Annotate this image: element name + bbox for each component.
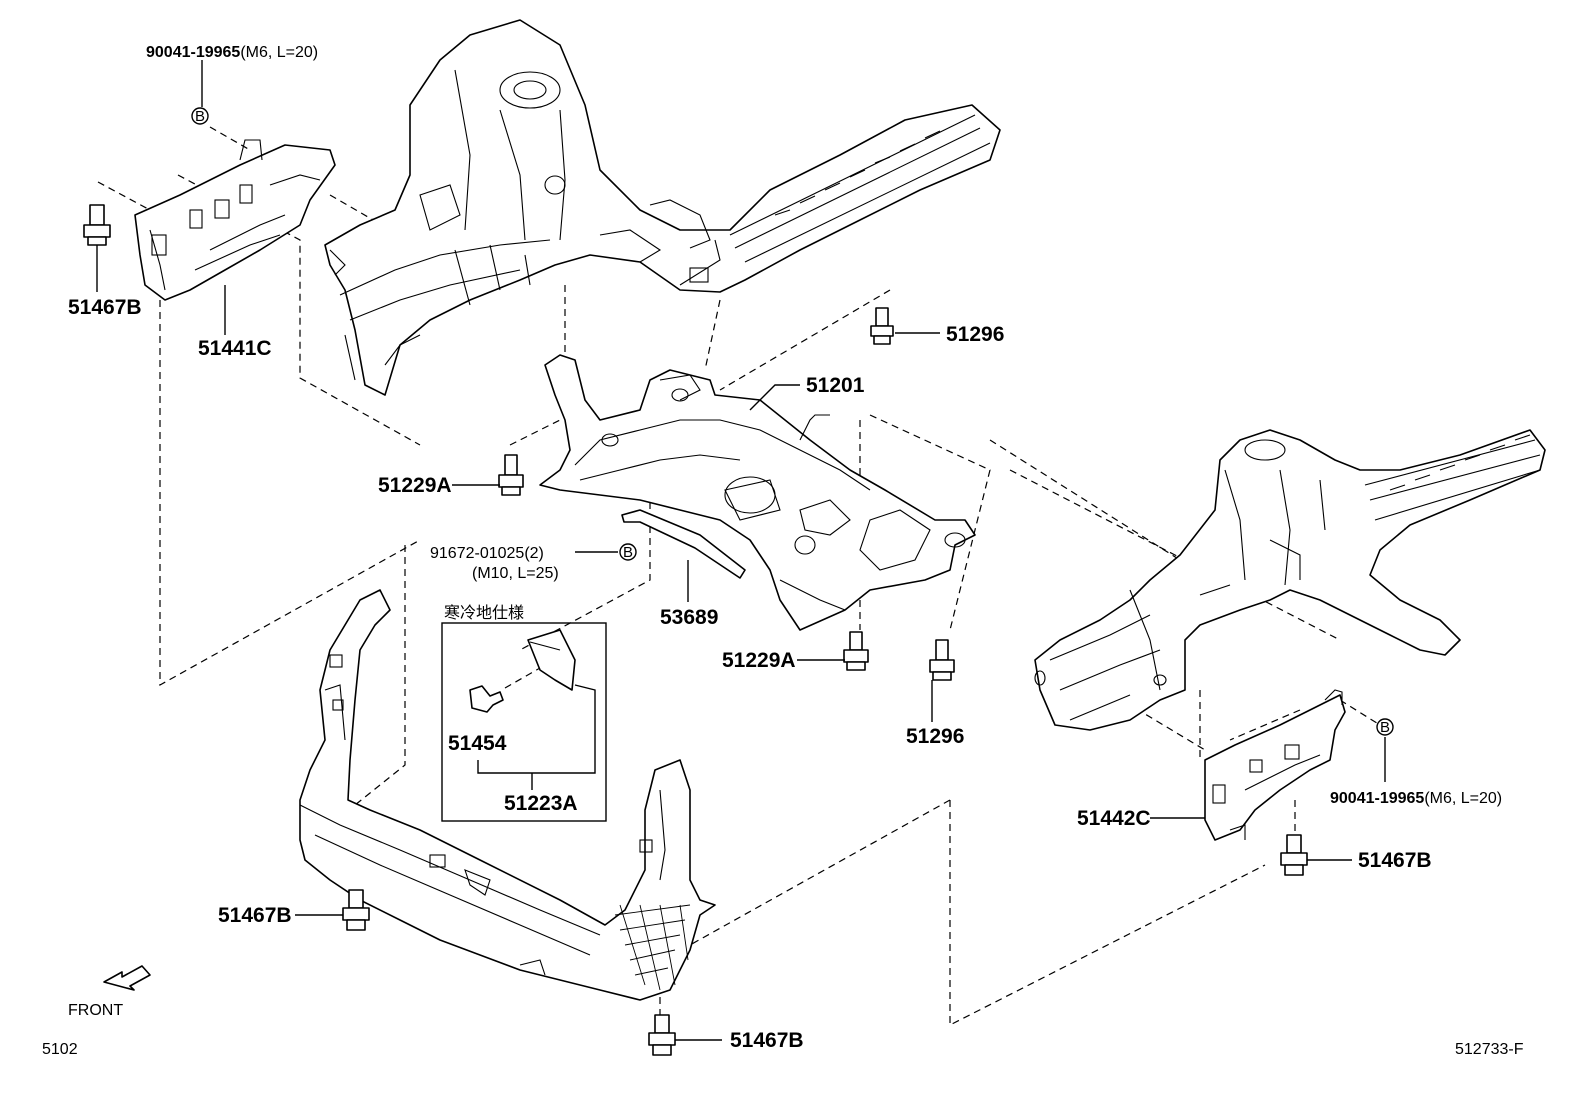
label-51467b-left: 51467B (68, 296, 142, 319)
part-53689-bracket (621, 509, 746, 579)
label-51441c: 51441C (198, 337, 272, 360)
radiator-support (299, 589, 716, 1001)
ref-b-right: B (1376, 718, 1394, 736)
label-51296-top: 51296 (946, 323, 1004, 346)
leader-lines (96, 60, 1386, 1041)
label-51467b-right: 51467B (1358, 849, 1432, 872)
svg-text:B: B (623, 544, 633, 561)
svg-text:B: B (1380, 719, 1390, 736)
label-front: FRONT (68, 1002, 123, 1019)
part-51441c-shield (134, 139, 336, 301)
left-side-member (324, 19, 1001, 396)
label-90041-19965-top: 90041-19965(M6, L=20) (146, 44, 318, 61)
bolt-51296-top (870, 307, 894, 345)
bolt-51467b-bottom-left (342, 889, 370, 931)
part-51201-crossmember (539, 354, 976, 631)
bolt-51467b-bottom (648, 1014, 676, 1056)
label-51296-bottom: 51296 (906, 725, 964, 748)
label-53689: 53689 (660, 606, 718, 629)
label-51442c: 51442C (1077, 807, 1151, 830)
label-91672-spec: (M10, L=25) (472, 565, 559, 582)
svg-text:B: B (195, 108, 205, 125)
part-labels: 90041-19965(M6, L=20) 51467B 51441C 5129… (42, 44, 1524, 1058)
label-51467b-bottom: 51467B (730, 1029, 804, 1052)
label-51223a: 51223A (504, 792, 578, 815)
label-51467b-bottom-left: 51467B (218, 904, 292, 927)
ref-b-top: B (191, 107, 209, 125)
label-90041-19965-right: 90041-19965(M6, L=20) (1330, 790, 1502, 807)
label-91672-01025: 91672-01025(2) (430, 545, 544, 562)
right-side-member (1034, 429, 1546, 731)
part-51442c-shield (1204, 689, 1346, 841)
cold-spec-kit (441, 622, 607, 822)
bolt-51296-bottom (929, 639, 955, 681)
label-51454: 51454 (448, 732, 507, 755)
page-code: 5102 (42, 1041, 78, 1058)
diagram-code: 512733-F (1455, 1041, 1524, 1058)
label-cold-spec: 寒冷地仕様 (444, 603, 524, 622)
label-51229a-left: 51229A (378, 474, 452, 497)
bolt-51467b-top-left (83, 204, 111, 246)
bolt-51467b-right (1280, 834, 1308, 876)
bolt-51229a-left (498, 454, 524, 496)
front-arrow-icon (103, 965, 151, 991)
label-51201: 51201 (806, 374, 865, 397)
label-51229a-right: 51229A (722, 649, 796, 672)
bolt-51229a-right (843, 631, 869, 671)
ref-b-middle: B (619, 543, 637, 561)
